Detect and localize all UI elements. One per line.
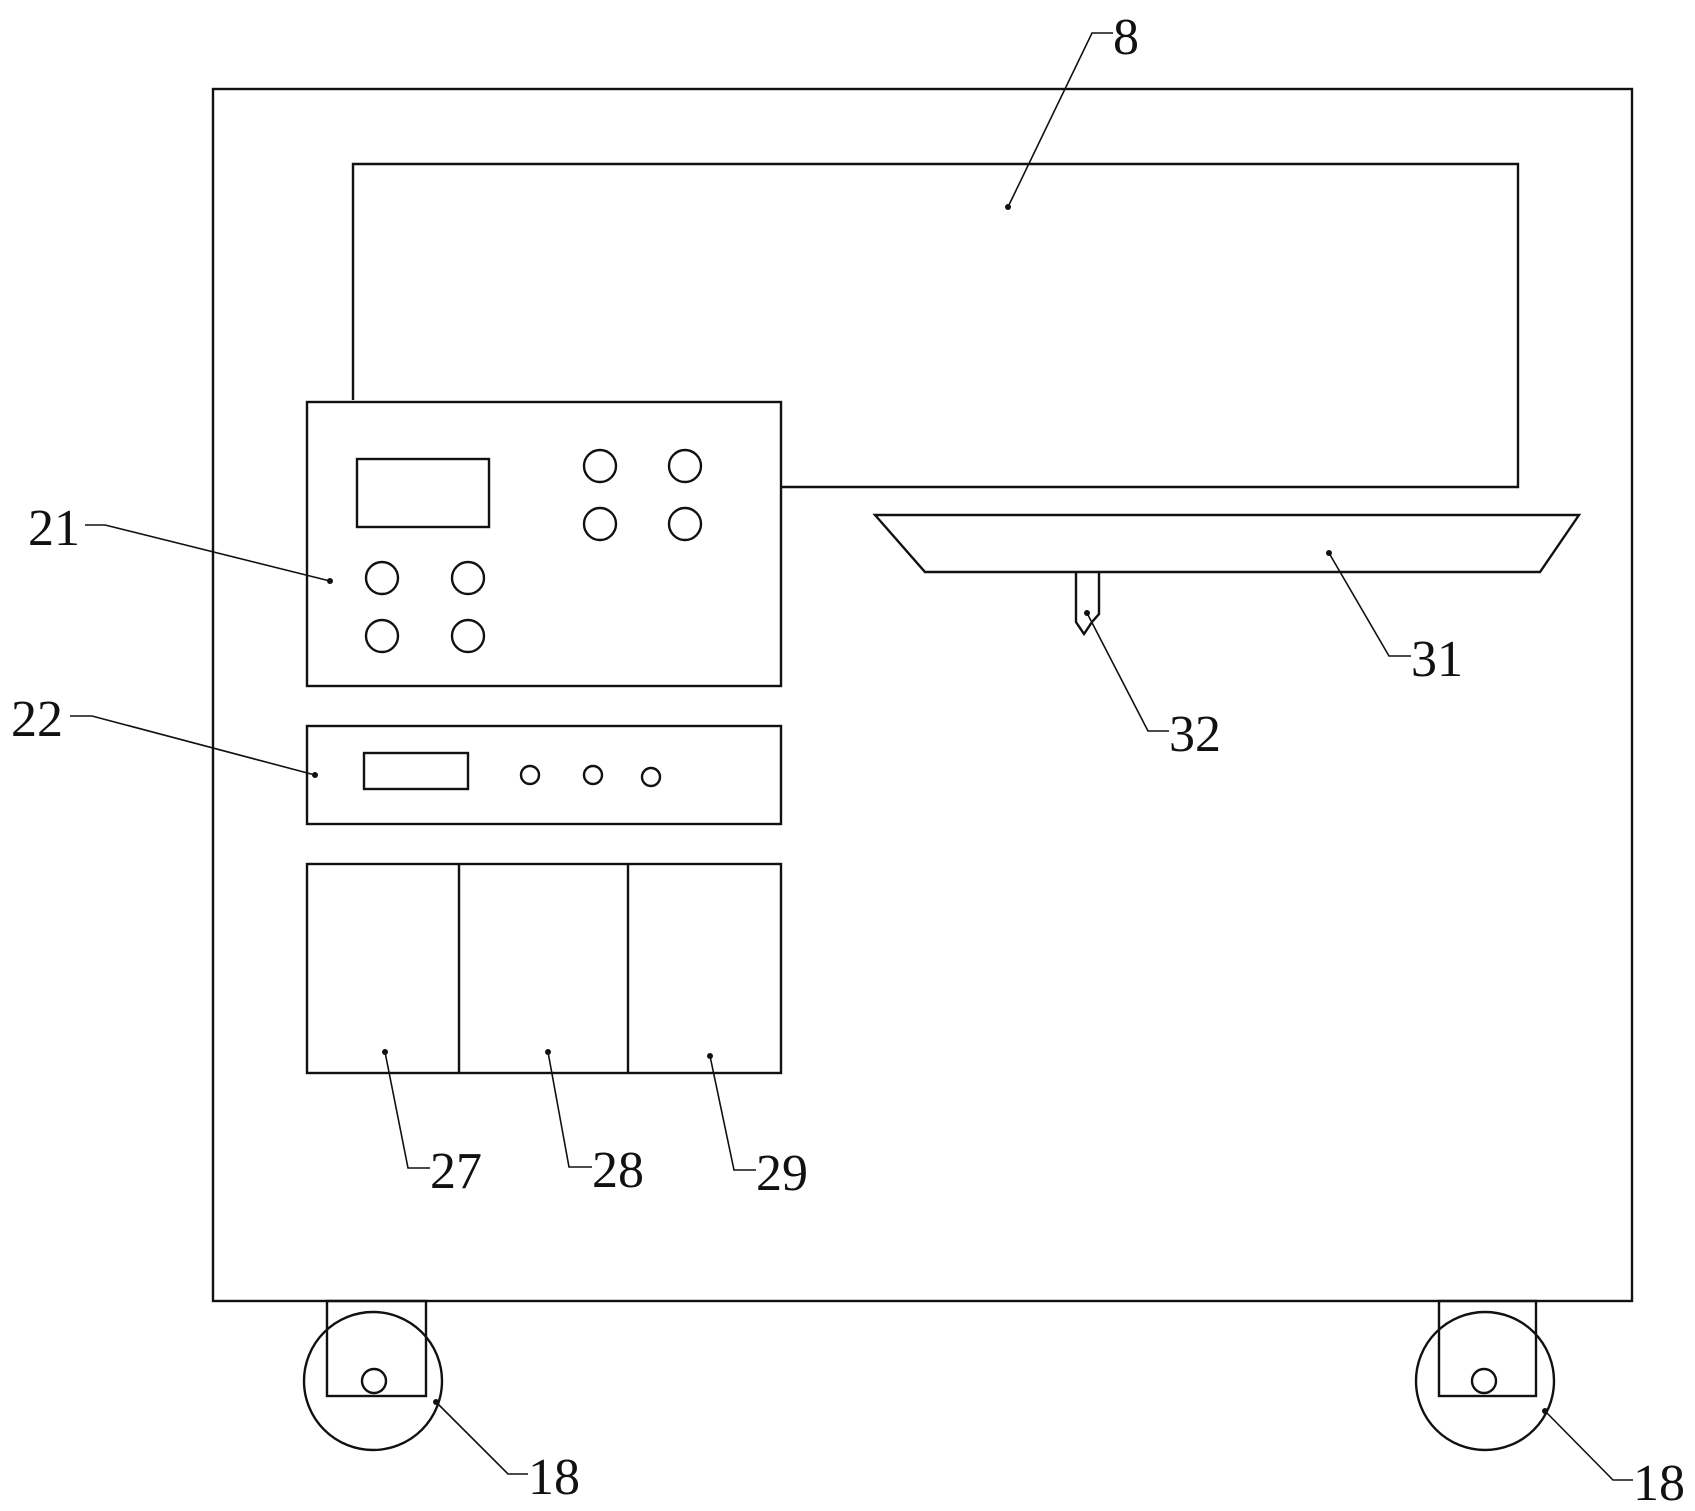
callout-18-right: 18 (1633, 1455, 1685, 1511)
wheel (1414, 1310, 1556, 1452)
leader-dot-32 (1084, 610, 1090, 616)
secondary-panel-display (362, 751, 470, 791)
indicator-light (582, 764, 604, 786)
leader-line-18-left (435, 1401, 528, 1475)
control-knob (582, 448, 618, 484)
leader-dot-18-left (433, 1399, 439, 1405)
control-knob (582, 506, 618, 542)
control-knob (667, 506, 703, 542)
caster-bracket (1437, 1299, 1538, 1398)
compartment-block-outline (305, 862, 783, 1075)
indicator-light (519, 764, 541, 786)
indicator-light (640, 766, 662, 788)
callout-22: 22 (11, 691, 63, 748)
leader-dot-8 (1005, 204, 1011, 210)
secondary-panel-housing (305, 724, 783, 826)
callout-18-left: 18 (528, 1449, 580, 1506)
control-knob (667, 448, 703, 484)
callout-31: 31 (1411, 631, 1463, 688)
axle (360, 1367, 388, 1395)
secondary-panel (305, 724, 783, 826)
wheel (302, 1310, 444, 1452)
callout-21: 21 (28, 500, 80, 557)
leader-line-27 (384, 1051, 430, 1169)
callout-labels: 8 21 22 27 28 29 31 32 18 18 (11, 9, 1685, 1511)
leader-dot-28 (545, 1049, 551, 1055)
leader-lines (70, 32, 1633, 1481)
callout-27: 27 (430, 1143, 482, 1200)
leader-dot-31 (1326, 550, 1332, 556)
control-panel-display (355, 457, 491, 529)
control-knob (364, 560, 400, 596)
control-knob (364, 618, 400, 654)
leader-line-18-right (1544, 1410, 1633, 1481)
control-panel (305, 400, 783, 688)
leader-dot-27 (382, 1049, 388, 1055)
control-knob (450, 618, 486, 654)
callout-8: 8 (1113, 9, 1139, 66)
leader-dot-29 (707, 1053, 713, 1059)
control-panel-housing (305, 400, 783, 688)
cabinet-body (211, 87, 1634, 1303)
leader-line-32 (1086, 612, 1169, 732)
callout-28: 28 (592, 1142, 644, 1199)
leader-dot-18-right (1542, 1408, 1548, 1414)
axle (1470, 1367, 1498, 1395)
caster-bracket (325, 1299, 428, 1398)
leader-line-22 (70, 715, 316, 776)
leader-dot-21 (327, 578, 333, 584)
leader-line-28 (547, 1051, 592, 1168)
right-caster (1414, 1299, 1556, 1452)
leader-dot-22 (312, 772, 318, 778)
callout-32: 32 (1169, 706, 1221, 763)
left-caster (302, 1299, 444, 1452)
control-knob (450, 560, 486, 596)
leader-line-29 (709, 1055, 756, 1171)
leader-line-21 (85, 524, 331, 582)
leader-line-31 (1328, 552, 1411, 657)
inner-frame (351, 162, 1520, 489)
callout-29: 29 (756, 1145, 808, 1202)
tray (872, 513, 1582, 574)
leader-line-8 (1007, 32, 1113, 208)
nozzle (1074, 572, 1101, 637)
compartment-block (305, 862, 783, 1075)
